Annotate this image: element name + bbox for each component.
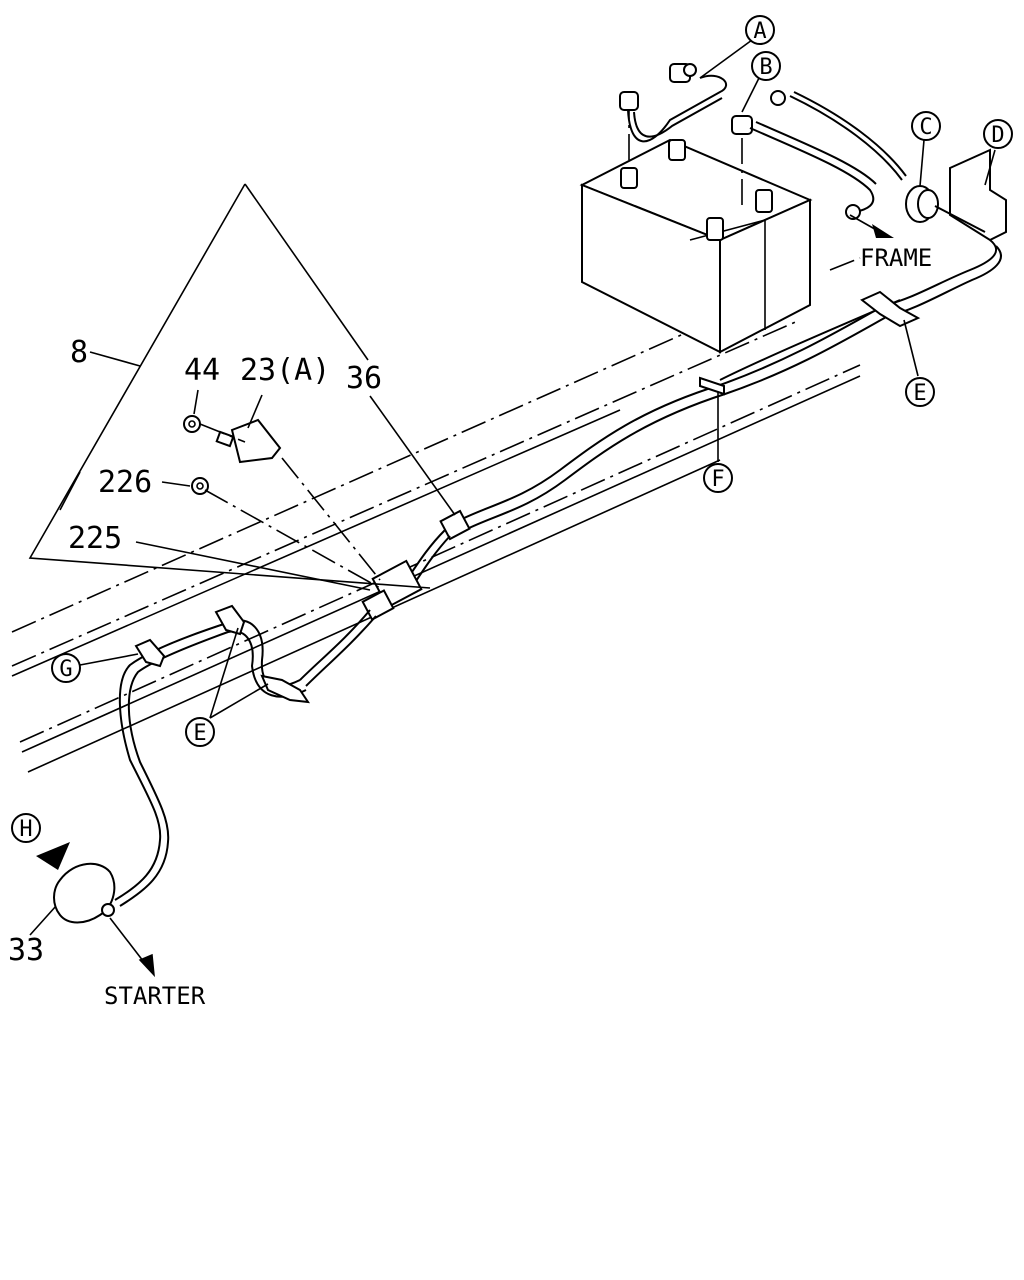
- part-labels: 8 44 23(A) 36 226 225 33 FRAME STARTER: [8, 244, 932, 1010]
- callout-g: G: [51, 653, 81, 683]
- callout-f: F: [703, 463, 733, 493]
- label-frame: FRAME: [860, 244, 932, 272]
- battery-terminals: [620, 139, 773, 241]
- callouts: A B C D E F G E: [11, 15, 1013, 843]
- battery: [579, 110, 813, 354]
- hardware: [183, 415, 381, 589]
- svg-text:E: E: [913, 381, 926, 406]
- grommet-and-bracket: [905, 148, 1007, 242]
- callout-c: C: [911, 111, 941, 141]
- svg-text:C: C: [919, 115, 932, 140]
- callout-h: H: [11, 813, 41, 843]
- callout-d: D: [983, 119, 1013, 149]
- cable-b: [731, 90, 907, 220]
- label-starter: STARTER: [104, 982, 206, 1010]
- label-44: 44: [184, 353, 220, 388]
- leader-lines: [29, 39, 996, 978]
- svg-text:B: B: [759, 55, 772, 80]
- callout-e-right: E: [905, 377, 935, 407]
- label-8: 8: [70, 335, 88, 370]
- group-triangle: [28, 183, 431, 589]
- svg-text:E: E: [193, 721, 206, 746]
- svg-text:H: H: [19, 817, 32, 842]
- callout-e-left: E: [185, 717, 215, 747]
- callout-a: A: [745, 15, 775, 45]
- cable-a: [619, 63, 728, 143]
- label-33: 33: [8, 933, 44, 968]
- svg-text:D: D: [991, 123, 1004, 148]
- label-226: 226: [98, 465, 152, 500]
- label-225: 225: [68, 521, 122, 556]
- callout-b: B: [751, 51, 781, 81]
- label-23a: 23(A): [240, 353, 330, 388]
- svg-text:F: F: [711, 467, 724, 492]
- svg-text:G: G: [59, 657, 72, 682]
- main-cable: [299, 239, 1002, 687]
- starter-cable: [53, 604, 311, 924]
- label-36: 36: [346, 361, 382, 396]
- svg-text:A: A: [753, 19, 766, 44]
